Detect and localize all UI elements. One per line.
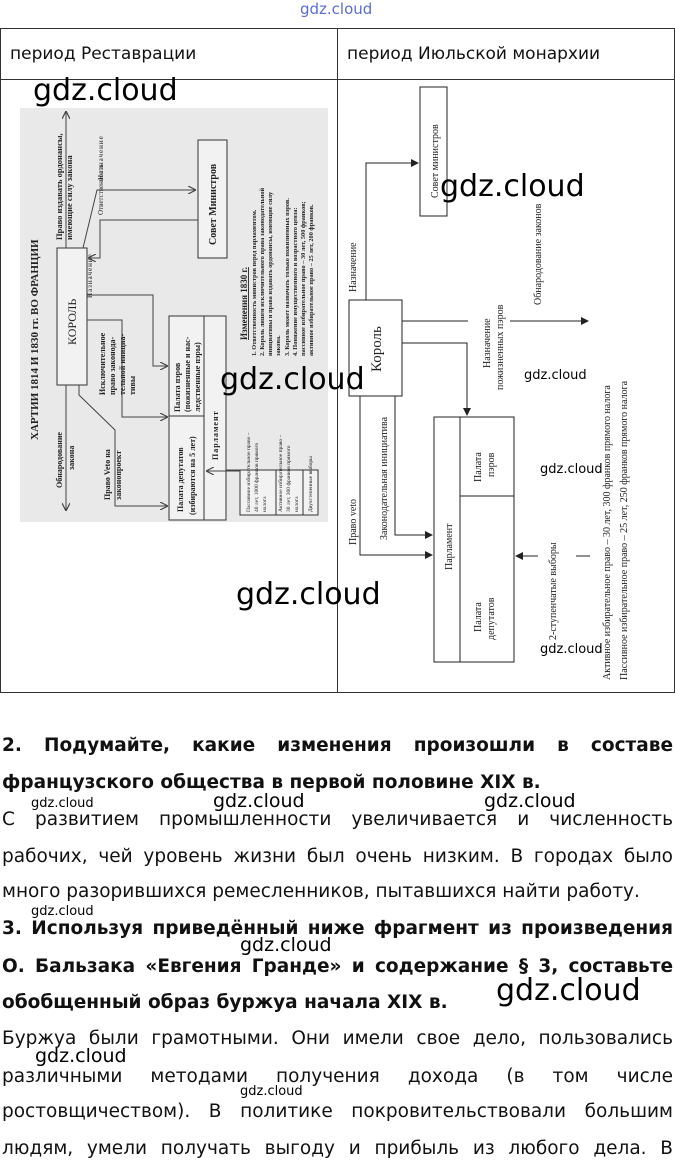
watermark: gdz.cloud [31,904,94,919]
change-item: 1. Ответственность министров перед парла… [251,209,258,356]
comparison-table: период Реставрации период Июльской монар… [0,28,675,693]
peer-appointment-label: Назначение [482,318,493,368]
restoration-diagram: ХАРТИИ 1814 И 1830 гг. ВО ФРАНЦИИ КОРОЛЬ… [20,108,328,522]
divider [337,29,338,692]
active-right: Активное избирательное право – [277,435,284,512]
two-step-label: Двухстепенные выборы [307,456,314,512]
header-restoration: период Реставрации [10,44,197,64]
exclusive-right-label: Исключительное [98,332,107,395]
peers-label: Палата пэров [173,362,182,412]
veto-label: законопроект [114,450,123,500]
question-3: 3. Используя приведённый ниже фрагмент и… [2,918,673,939]
peers-box [168,315,205,417]
council-box [197,139,228,259]
deputies-label: Палата [473,602,484,632]
watermark: gdz.cloud [236,577,381,612]
changes-title: Изменения 1830 г. [239,267,249,340]
watermark: gdz.cloud [240,1084,303,1099]
question-2: французского общества в первой половине … [2,772,541,793]
change-item: пассивное избирательное право – 30 лет, … [300,201,307,356]
answer-3: ростовщичеством). В политике покровитель… [2,1101,673,1122]
king-label: Король [369,326,385,372]
deputies-label: (избираются на 5 лет) [188,436,197,515]
promulgation-label: закона [67,446,76,470]
change-item: инициативы и права издавать ордонансы, и… [267,191,274,356]
watermark: gdz.cloud [484,790,576,812]
peers-label: Палата [473,452,484,482]
change-item: 2. Король лишен исключительного права за… [259,187,266,356]
appointment-label: Назначение [86,253,94,298]
change-item: 3. Король может назначать только пожизне… [284,198,291,356]
ordinance-label: имеющие силу закона [64,155,74,240]
watermark: gdz.cloud [440,169,585,204]
answer-2: рабочих, чей уровень жизни был очень низ… [2,846,673,867]
watermark: gdz.cloud [35,1045,127,1067]
change-item: закона. [275,335,282,356]
veto-label: Право Veto на [103,449,112,500]
passive-right: 40 лет, 1000 франков прямого [253,442,260,512]
answer-2: С развитием промышленности увеличивается… [2,809,673,830]
active-right: Активное избирательное право – 30 лет, 3… [602,385,613,680]
king-label: КОРОЛЬ [65,299,79,345]
question-3: обобщенный образ буржуа начала XIX в. [2,992,448,1013]
deputies-label: депутатов [486,597,497,640]
veto-label: Право veto [348,499,359,545]
council-label: Совет министров [430,124,441,198]
watermark: gdz.cloud [496,973,641,1008]
exclusive-right-label: право законода- [108,337,117,395]
king-box [56,247,88,386]
king-box [348,299,403,397]
answer-3: различными методами получения дохода (в … [2,1066,673,1087]
watermark: gdz.cloud [524,368,587,383]
parliament-label: Парламент [444,523,455,570]
deputies-label: Палата депутатов [176,447,185,512]
watermark: gdz.cloud [31,796,94,811]
initiative-label: Законодательная инициатива [379,416,390,540]
change-item: активное избирательное право – 25 лет, 2… [308,204,315,356]
answer-3: Буржуа были грамотными. Они имели свое д… [2,1028,673,1049]
peers-label: пэров [486,452,497,477]
question-2: 2. Подумайте, какие изменения произошли … [2,735,673,756]
parliament-label: Парламент [211,411,220,461]
appointment-label: Назначение [97,135,105,180]
appointment-label: Назначение [348,242,359,292]
peers-label: ледственные пэры) [193,342,202,412]
peers-label: (пожизненные и нас- [183,336,192,412]
ordinance-label: Право издавать ордонансы, [54,133,64,240]
answer-3: людям, умели получать выгоду и прибыль и… [2,1138,673,1159]
passive-right: Пассивное избирательное право – 25 лет, … [619,380,630,680]
watermark: gdz.cloud [240,934,332,956]
active-right: налога [294,496,300,512]
watermark: gdz.cloud [540,642,603,657]
council-label: Совет Министров [208,163,219,245]
watermark: gdz.cloud [540,462,603,477]
watermark: gdz.cloud [213,790,305,812]
header-july-monarchy: период Июльской монархии [347,44,601,64]
diagram-title: ХАРТИИ 1814 И 1830 гг. ВО ФРАНЦИИ [29,239,41,440]
peer-appointment-label: пожизненных пэров [495,304,506,390]
electoral-box [239,469,319,516]
passive-right: налога [262,496,268,512]
watermark: gdz.cloud [300,0,373,18]
change-item: 4. Понижение имущественного и возрастног… [292,208,299,356]
passive-right: Пассивное избирательное право – [245,432,252,512]
deputies-box [168,415,205,521]
watermark: gdz.cloud [220,362,365,397]
two-step-label: 2-ступенчатые выборы [548,542,559,640]
council-box [419,86,448,217]
answer-2: много разорившихся ремесленников, пытавш… [2,881,640,902]
question-3: О. Бальзака «Евгения Гранде» и содержани… [2,956,673,977]
promulgation-label: Обнародование законов [533,203,544,305]
watermark: gdz.cloud [33,73,178,108]
exclusive-right-label: тивы [128,375,137,395]
july-monarchy-diagram: Совет министров Король Парламент Палата … [348,86,630,680]
parliament-box [433,416,515,663]
promulgation-label: Обнародование [55,432,64,488]
active-right: 30 лет, 300 франков прямого [285,445,292,512]
